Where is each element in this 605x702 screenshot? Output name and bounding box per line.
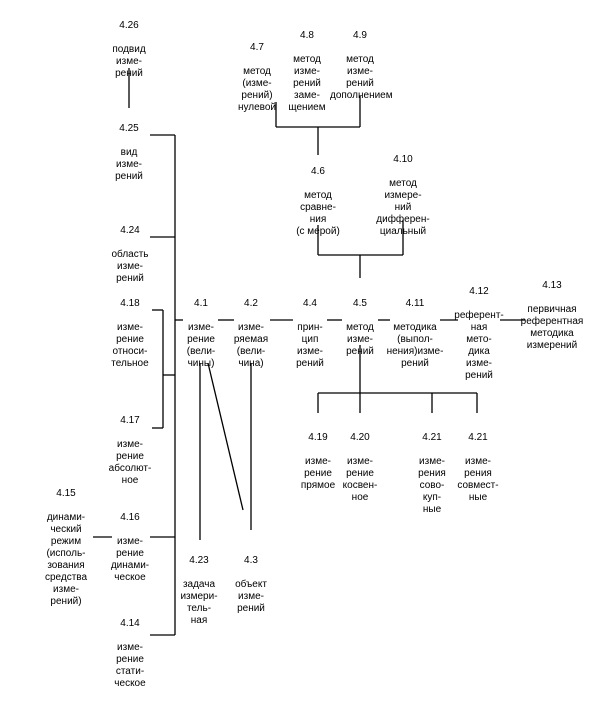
term-number: 4.15: [56, 488, 76, 499]
term-4-19: 4.19 изме- рение прямое: [294, 420, 342, 504]
term-number: 4.21: [468, 432, 488, 443]
term-4-18: 4.18 изме- рение относи- тельное: [100, 286, 160, 382]
term-number: 4.19: [308, 432, 328, 443]
term-label: метод изме- рений: [346, 322, 374, 357]
term-number: 4.26: [119, 20, 139, 31]
term-label: подвид изме- рений: [112, 44, 146, 79]
term-label: изме- рение (вели- чины): [186, 322, 216, 369]
term-label: область изме- рений: [111, 249, 149, 284]
term-label: метод измере- ний дифферен- циальный: [376, 178, 430, 237]
term-4-21-set: 4.21 изме- рения сово- куп- ные: [406, 420, 458, 528]
term-number: 4.20: [350, 432, 370, 443]
term-number: 4.18: [120, 298, 140, 309]
term-4-2: 4.2 изме- ряемая (вели- чина): [226, 286, 276, 382]
connector-4-1-to-4-3: [207, 362, 244, 511]
term-label: задача измери- тель- ная: [180, 579, 218, 626]
term-number: 4.17: [120, 415, 140, 426]
term-label: изме- рение косвен- ное: [342, 456, 378, 503]
term-label: изме- рение динами- ческое: [110, 536, 150, 583]
term-4-7: 4.7 метод (изме- рений) нулевой: [232, 30, 282, 126]
term-number: 4.4: [303, 298, 317, 309]
term-label: динами- ческий режим (исполь- зования ср…: [44, 512, 88, 607]
term-4-24: 4.24 область изме- рений: [100, 213, 160, 297]
term-4-23: 4.23 задача измери- тель- ная: [172, 543, 226, 639]
term-label: первичная референтная методика измерений: [520, 304, 584, 351]
term-number: 4.24: [120, 225, 140, 236]
term-label: изме- рение стати- ческое: [114, 642, 146, 689]
term-label: изме- рения совмест- ные: [457, 456, 499, 503]
term-number: 4.2: [244, 298, 258, 309]
term-number: 4.21: [422, 432, 442, 443]
term-4-16: 4.16 изме- рение динами- ческое: [102, 500, 158, 596]
term-number: 4.1: [194, 298, 208, 309]
connector-lines: [93, 68, 525, 636]
term-4-25: 4.25 вид изме- рений: [104, 111, 154, 195]
term-number: 4.25: [119, 123, 139, 134]
term-number: 4.13: [542, 280, 562, 291]
term-number: 4.7: [250, 42, 264, 53]
term-number: 4.12: [469, 286, 489, 297]
term-number: 4.3: [244, 555, 258, 566]
term-label: изме- рения сово- куп- ные: [418, 456, 446, 515]
term-number: 4.23: [189, 555, 209, 566]
term-4-5: 4.5 метод изме- рений: [336, 286, 384, 370]
term-4-12: 4.12 референт- ная мето- дика изме- рени…: [450, 274, 508, 394]
term-4-20: 4.20 изме- рение косвен- ное: [336, 420, 384, 516]
term-number: 4.6: [311, 166, 325, 177]
term-number: 4.16: [120, 512, 140, 523]
term-label: метод изме- рений дополнением: [330, 54, 393, 101]
term-number: 4.5: [353, 298, 367, 309]
terms-diagram: 4.26 подвид изме- рений 4.25 вид изме- р…: [35, 8, 588, 689]
term-4-26: 4.26 подвид изме- рений: [104, 8, 154, 92]
term-label: метод сравне- ния (с мерой): [296, 190, 340, 237]
term-4-17: 4.17 изме- рение абсолют- ное: [100, 403, 160, 499]
term-4-3: 4.3 объект изме- рений: [226, 543, 276, 627]
term-label: изме- рение абсолют- ное: [108, 439, 152, 486]
term-label: прин- цип изме- рений: [296, 322, 324, 369]
term-4-4: 4.4 прин- цип изме- рений: [286, 286, 334, 382]
term-label: изме- рение относи- тельное: [111, 322, 149, 369]
term-4-21-joint: 4.21 изме- рения совмест- ные: [450, 420, 506, 516]
term-4-10: 4.10 метод измере- ний дифферен- циальны…: [370, 142, 436, 250]
term-label: изме- ряемая (вели- чина): [233, 322, 269, 369]
term-label: референт- ная мето- дика изме- рений: [454, 310, 504, 381]
term-4-6: 4.6 метод сравне- ния (с мерой): [288, 154, 348, 250]
term-label: метод (изме- рений) нулевой: [237, 66, 277, 113]
term-label: изме- рение прямое: [300, 456, 336, 491]
term-4-11: 4.11 методика (выпол- нения)изме- рений: [386, 286, 444, 382]
term-4-14: 4.14 изме- рение стати- ческое: [102, 606, 158, 702]
term-number: 4.8: [300, 30, 314, 41]
term-number: 4.14: [120, 618, 140, 629]
term-4-8: 4.8 метод изме- рений заме- щением: [282, 18, 332, 126]
term-4-13: 4.13 первичная референтная методика изме…: [516, 268, 588, 364]
term-4-9: 4.9 метод изме- рений дополнением: [330, 18, 393, 114]
term-label: методика (выпол- нения)изме- рений: [386, 322, 444, 369]
term-number: 4.10: [393, 154, 413, 165]
term-label: объект изме- рений: [235, 579, 267, 614]
term-number: 4.11: [405, 298, 425, 309]
term-4-15: 4.15 динами- ческий режим (исполь- зован…: [35, 476, 97, 620]
term-label: метод изме- рений заме- щением: [288, 54, 326, 113]
term-number: 4.9: [353, 30, 367, 41]
term-label: вид изме- рений: [115, 147, 143, 182]
term-4-1: 4.1 изме- рение (вели- чины): [178, 286, 224, 382]
